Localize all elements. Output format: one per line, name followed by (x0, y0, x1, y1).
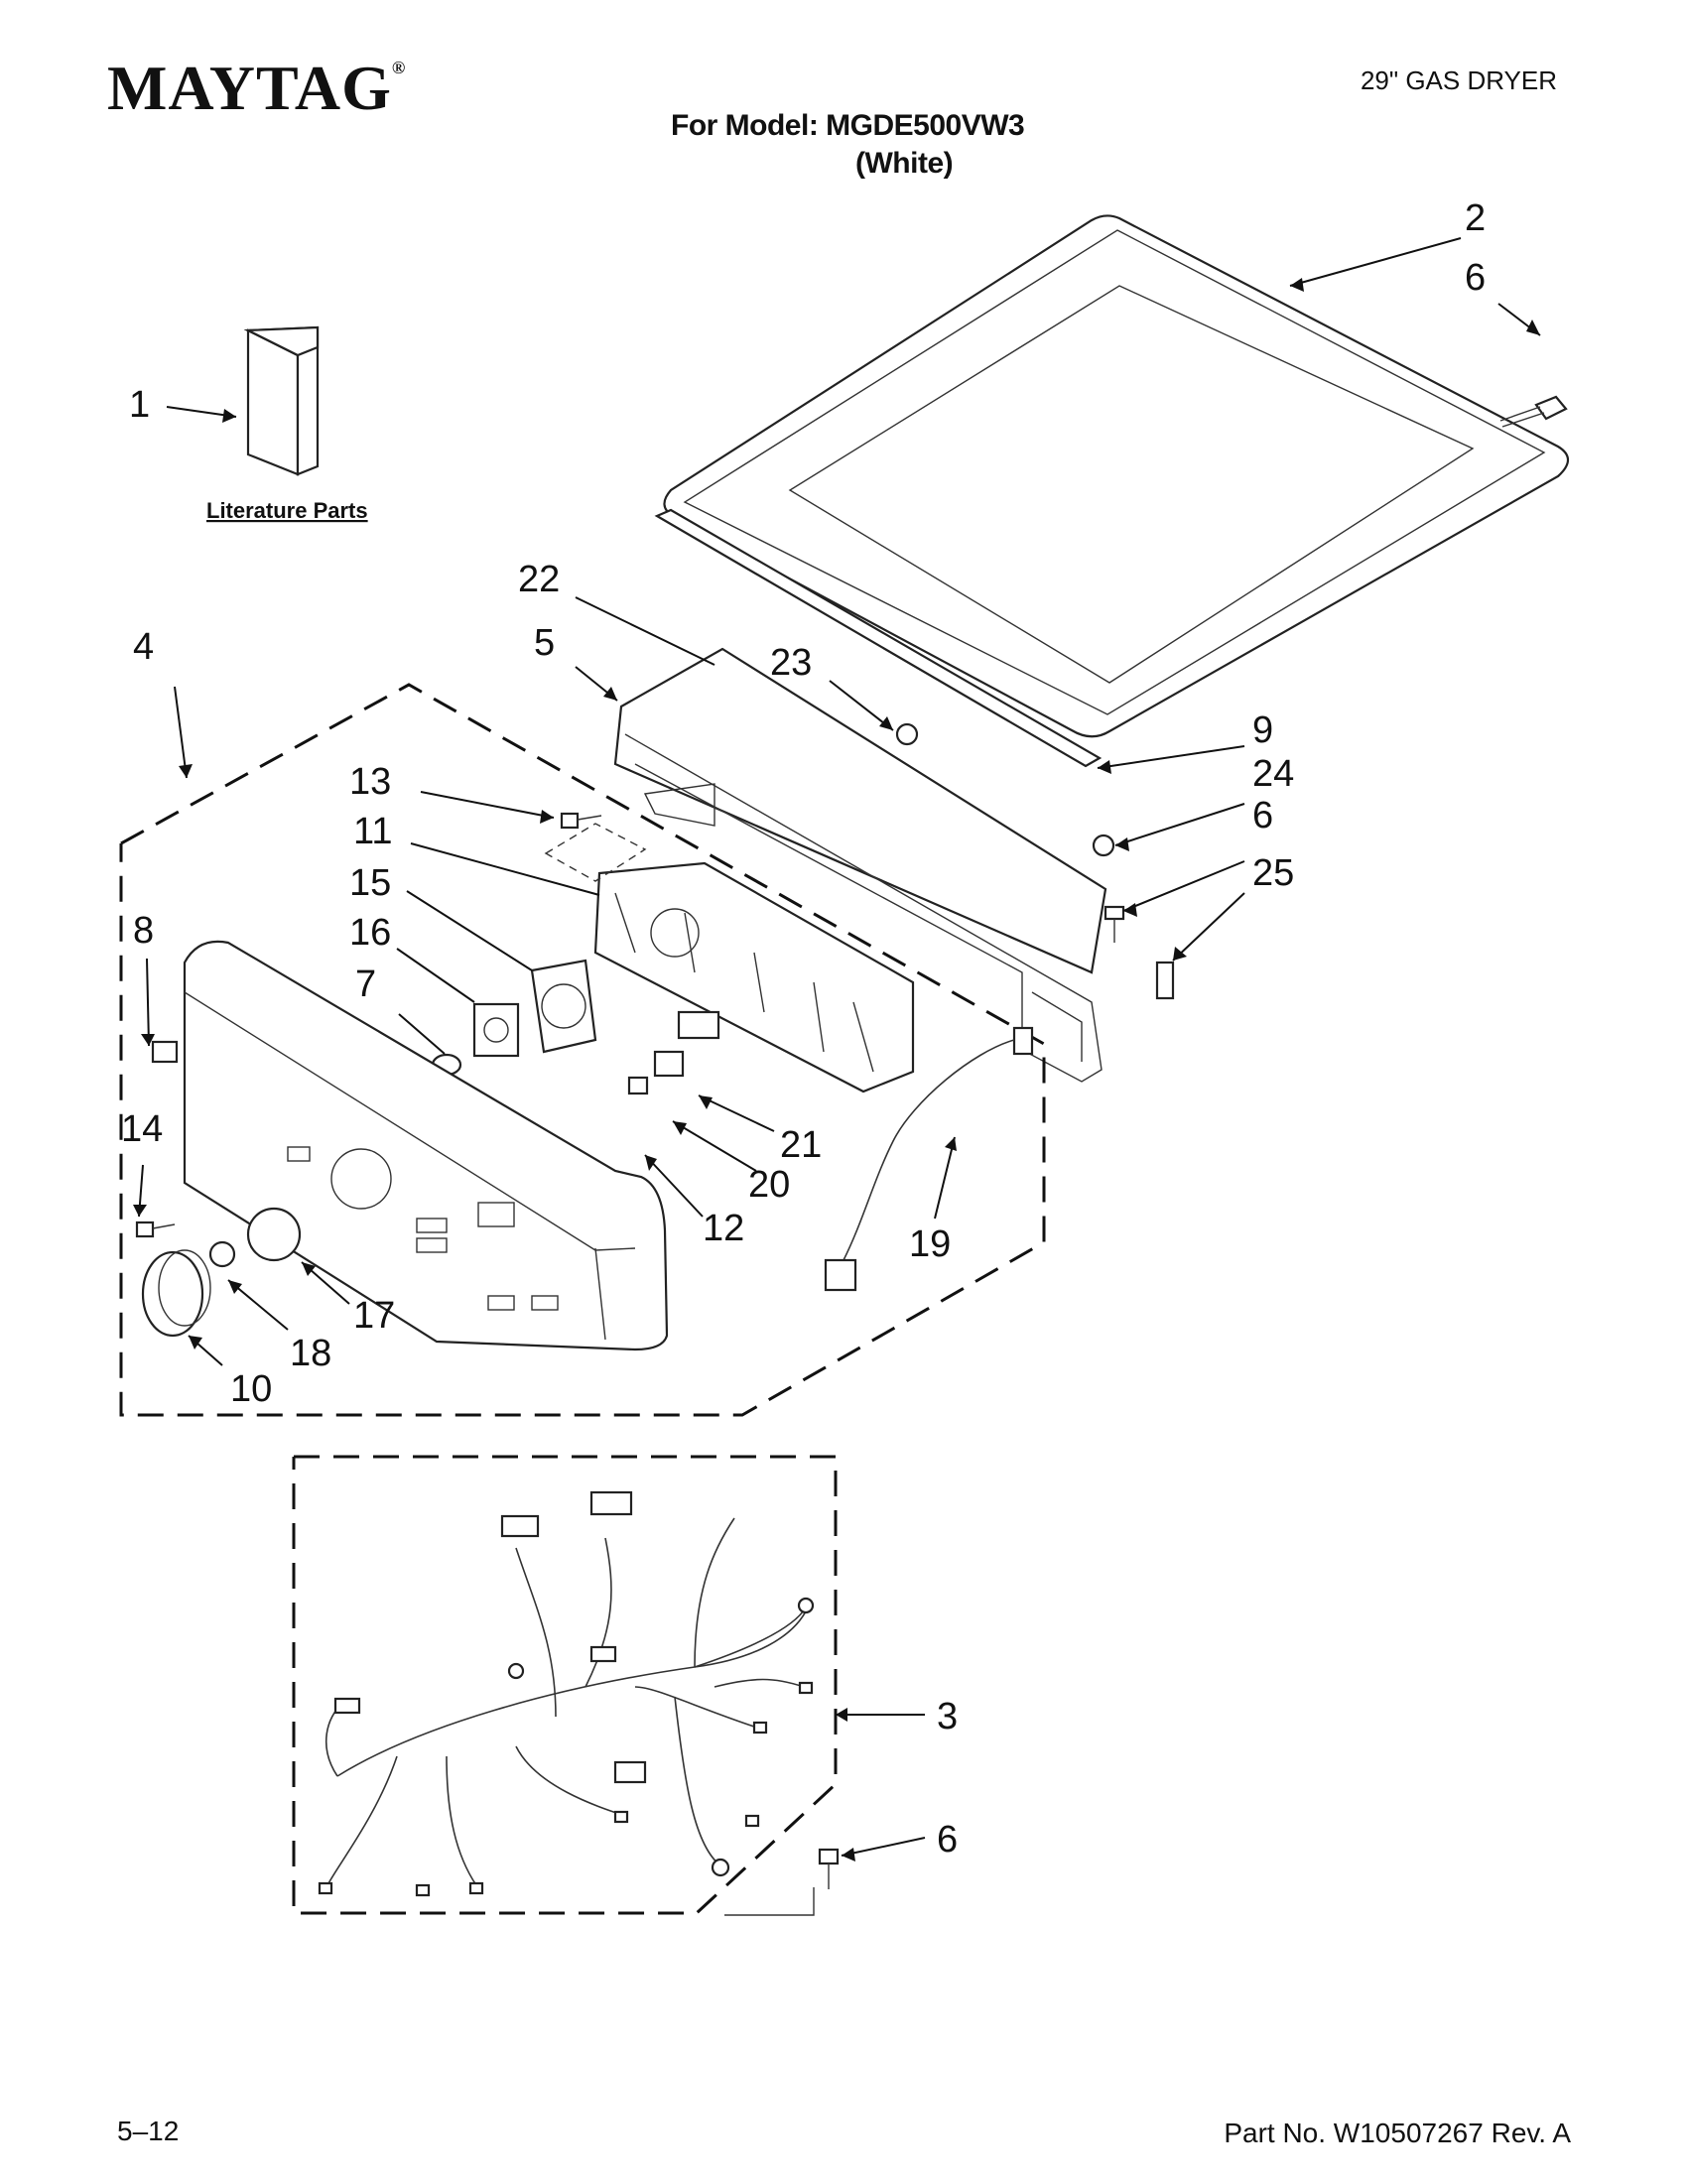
switch-20 (653, 1050, 685, 1078)
registered-mark: ® (391, 58, 407, 77)
clip-25 (1155, 961, 1175, 1000)
switch-12 (627, 1076, 649, 1095)
knob-spring-18 (208, 1240, 236, 1268)
knob-ring-17 (246, 1207, 302, 1262)
main-wire-harness (318, 1490, 815, 1897)
screw-14 (135, 1220, 176, 1238)
knob-10 (141, 1249, 211, 1338)
wire-harness-19 (824, 1026, 1034, 1292)
callout-19: 19 (909, 1223, 951, 1265)
screw-13 (560, 812, 602, 830)
clip-24 (1092, 834, 1115, 857)
callout-23: 23 (770, 642, 812, 684)
callout-24: 24 (1252, 753, 1294, 795)
callout-5: 5 (534, 622, 555, 664)
screw-13-area (544, 823, 647, 882)
callout-12: 12 (703, 1208, 744, 1249)
callout-4: 4 (133, 626, 154, 668)
callout-10: 10 (230, 1368, 272, 1410)
callout-22: 22 (518, 559, 560, 600)
product-title: 29" GAS DRYER (1360, 65, 1557, 95)
callout-25: 25 (1252, 852, 1294, 894)
callout-6-harness: 6 (937, 1819, 958, 1861)
callout-14: 14 (121, 1108, 163, 1150)
button-8 (151, 1040, 179, 1064)
part-number: Part No. W10507267 Rev. A (1224, 2118, 1571, 2148)
callout-21: 21 (780, 1124, 822, 1166)
callout-numbers: 1 2 6 22 5 23 4 9 24 6 25 13 11 15 8 16 … (121, 197, 1486, 1861)
callout-2: 2 (1465, 197, 1486, 239)
callout-17: 17 (353, 1295, 395, 1337)
screw-6-console (1104, 905, 1125, 943)
callout-7: 7 (355, 964, 376, 1005)
screw-6-harness (724, 1848, 840, 1916)
model-line: For Model: MGDE500VW3 (671, 109, 1025, 142)
callout-6-top: 6 (1465, 257, 1486, 299)
console-assembly-boundary (119, 683, 1046, 1417)
page-number: 5–12 (117, 2116, 180, 2146)
screw-top (1499, 395, 1568, 428)
harness-boundary (292, 1455, 838, 1915)
top-cover (663, 214, 1570, 738)
callout-13: 13 (349, 761, 391, 803)
callout-6-console: 6 (1252, 795, 1273, 836)
console-back-panel (613, 647, 1107, 1083)
color-line: (White) (855, 147, 954, 180)
front-rail-strip (654, 508, 1103, 768)
callout-1: 1 (129, 384, 150, 426)
callout-20: 20 (748, 1164, 790, 1206)
electronic-control-board (593, 861, 915, 1093)
callout-15: 15 (349, 862, 391, 904)
callout-8: 8 (133, 910, 154, 952)
brand-name: MAYTAG (107, 53, 392, 123)
literature-parts-label: Literature Parts (206, 498, 368, 523)
encoder-bracket (530, 959, 597, 1054)
callout-3: 3 (937, 1696, 958, 1737)
callout-9: 9 (1252, 709, 1273, 751)
literature-booklet (243, 325, 320, 476)
leader-lines (133, 237, 1541, 1862)
encoder (472, 1002, 520, 1058)
callout-16: 16 (349, 912, 391, 954)
switch-21 (677, 1010, 720, 1040)
console-front-panel (183, 940, 669, 1351)
callout-11: 11 (353, 811, 392, 852)
clip-23 (895, 722, 919, 746)
brand-logo: MAYTAG® (107, 52, 406, 125)
callout-18: 18 (290, 1333, 331, 1374)
